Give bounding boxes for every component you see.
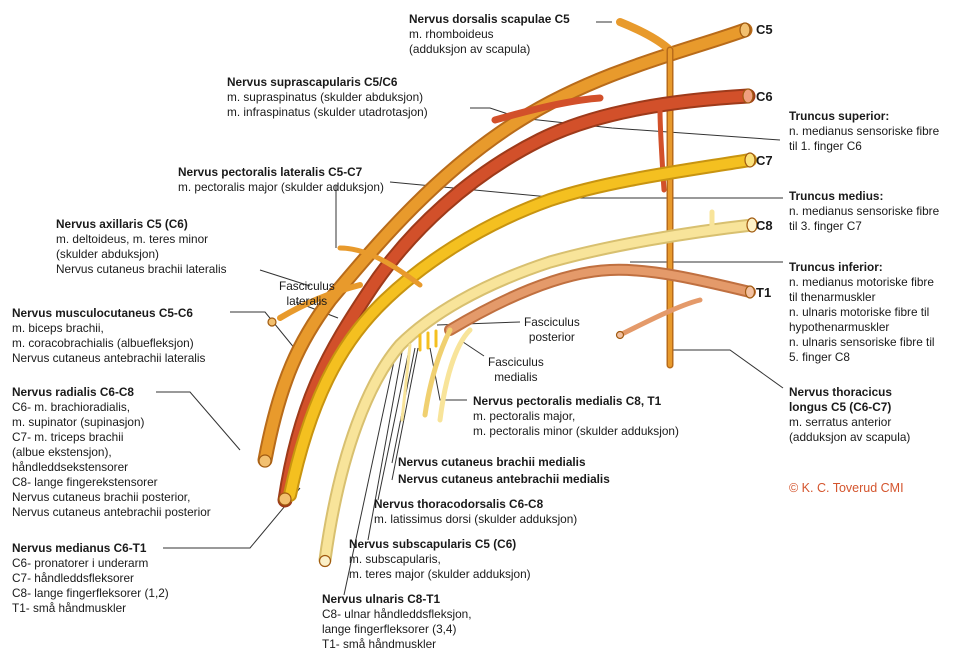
label-title: Nervus subscapularis C5 (C6) bbox=[349, 537, 531, 552]
root-label-c5: C5 bbox=[756, 22, 773, 37]
label-line: m. subscapularis, bbox=[349, 552, 531, 567]
label-title: Nervus thoracicus bbox=[789, 385, 910, 400]
label-line: m. biceps brachii, bbox=[12, 321, 205, 336]
label-line: Nervus cutaneus brachii posterior, bbox=[12, 490, 211, 505]
label-line: (albue ekstensjon), bbox=[12, 445, 211, 460]
label-suprascapularis: Nervus suprascapularis C5/C6 m. supraspi… bbox=[227, 75, 428, 120]
label-title: Nervus medianus C6-T1 bbox=[12, 541, 169, 556]
fasciculus-line: Fasciculus bbox=[279, 279, 335, 294]
label-ulnaris: Nervus ulnaris C8-T1 C8- ulnar håndledds… bbox=[322, 592, 472, 652]
label-title: Nervus dorsalis scapulae C5 bbox=[409, 12, 570, 27]
label-fasciculus-lateralis: Fasciculus lateralis bbox=[279, 279, 335, 309]
label-line: C7- m. triceps brachii bbox=[12, 430, 211, 445]
label-truncus-superior: Truncus superior: n. medianus sensoriske… bbox=[789, 109, 939, 154]
label-truncus-inferior: Truncus inferior: n. medianus motoriske … bbox=[789, 260, 935, 365]
label-line: m. pectoralis major, bbox=[473, 409, 679, 424]
label-title: Nervus axillaris C5 (C6) bbox=[56, 217, 226, 232]
label-line: n. ulnaris sensoriske fibre til bbox=[789, 335, 935, 350]
root-label-c7: C7 bbox=[756, 153, 773, 168]
fasciculus-line: posterior bbox=[524, 330, 580, 345]
label-musculocutaneus: Nervus musculocutaneus C5-C6 m. biceps b… bbox=[12, 306, 205, 366]
label-line: (adduksjon av scapula) bbox=[409, 42, 570, 57]
label-title: Truncus medius: bbox=[789, 189, 939, 204]
label-line: m. supraspinatus (skulder abduksjon) bbox=[227, 90, 428, 105]
label-title: Truncus inferior: bbox=[789, 260, 935, 275]
label-line: Nervus cutaneus brachii lateralis bbox=[56, 262, 226, 277]
label-dorsalis-scapulae: Nervus dorsalis scapulae C5 m. rhomboide… bbox=[409, 12, 570, 57]
root-label-t1: T1 bbox=[756, 285, 771, 300]
label-title: Nervus cutaneus antebrachii medialis bbox=[398, 472, 610, 487]
label-line: C6- m. brachioradialis, bbox=[12, 400, 211, 415]
label-truncus-medius: Truncus medius: n. medianus sensoriske f… bbox=[789, 189, 939, 234]
label-line: n. medianus sensoriske fibre bbox=[789, 124, 939, 139]
label-line: til 1. finger C6 bbox=[789, 139, 939, 154]
label-title: Nervus thoracodorsalis C6-C8 bbox=[374, 497, 577, 512]
fasciculus-line: medialis bbox=[488, 370, 544, 385]
label-title: Nervus pectoralis medialis C8, T1 bbox=[473, 394, 679, 409]
label-title: Truncus superior: bbox=[789, 109, 939, 124]
label-line: m. latissimus dorsi (skulder adduksjon) bbox=[374, 512, 577, 527]
label-fasciculus-posterior: Fasciculus posterior bbox=[524, 315, 580, 345]
label-line: (adduksjon av scapula) bbox=[789, 430, 910, 445]
label-thoracicus-longus: Nervus thoracicus longus C5 (C6-C7) m. s… bbox=[789, 385, 910, 445]
label-pectoralis-lateralis: Nervus pectoralis lateralis C5-C7 m. pec… bbox=[178, 165, 384, 195]
label-line: C7- håndleddsfleksorer bbox=[12, 571, 169, 586]
label-title: Nervus suprascapularis C5/C6 bbox=[227, 75, 428, 90]
label-line: hypothenarmuskler bbox=[789, 320, 935, 335]
label-cutaneus-antebrachii-medialis: Nervus cutaneus antebrachii medialis bbox=[398, 472, 610, 487]
copyright-notice: © K. C. Toverud CMI bbox=[789, 481, 904, 495]
label-line: m. deltoideus, m. teres minor bbox=[56, 232, 226, 247]
label-line: C6- pronatorer i underarm bbox=[12, 556, 169, 571]
label-line: m. teres major (skulder adduksjon) bbox=[349, 567, 531, 582]
label-cutaneus-brachii-medialis: Nervus cutaneus brachii medialis bbox=[398, 455, 586, 470]
label-line: m. serratus anterior bbox=[789, 415, 910, 430]
label-line: C8- lange fingerekstensorer bbox=[12, 475, 211, 490]
fasciculus-line: Fasciculus bbox=[488, 355, 544, 370]
fasciculus-line: lateralis bbox=[279, 294, 335, 309]
label-line: m. supinator (supinasjon) bbox=[12, 415, 211, 430]
label-thoracodorsalis: Nervus thoracodorsalis C6-C8 m. latissim… bbox=[374, 497, 577, 527]
label-line: T1- små håndmuskler bbox=[12, 601, 169, 616]
label-line: Nervus cutaneus antebrachii lateralis bbox=[12, 351, 205, 366]
label-pectoralis-medialis: Nervus pectoralis medialis C8, T1 m. pec… bbox=[473, 394, 679, 439]
label-line: Nervus cutaneus antebrachii posterior bbox=[12, 505, 211, 520]
label-line: n. medianus motoriske fibre bbox=[789, 275, 935, 290]
label-line: lange fingerfleksorer (3,4) bbox=[322, 622, 472, 637]
label-line: (skulder abduksjon) bbox=[56, 247, 226, 262]
label-subscapularis: Nervus subscapularis C5 (C6) m. subscapu… bbox=[349, 537, 531, 582]
label-line: n. ulnaris motoriske fibre til bbox=[789, 305, 935, 320]
label-title: Nervus ulnaris C8-T1 bbox=[322, 592, 472, 607]
root-label-c8: C8 bbox=[756, 218, 773, 233]
label-line: håndleddsekstensorer bbox=[12, 460, 211, 475]
label-line: m. rhomboideus bbox=[409, 27, 570, 42]
label-title-line2: longus C5 (C6-C7) bbox=[789, 400, 910, 415]
label-line: m. pectoralis major (skulder adduksjon) bbox=[178, 180, 384, 195]
label-fasciculus-medialis: Fasciculus medialis bbox=[488, 355, 544, 385]
root-c7-nerve bbox=[290, 160, 750, 495]
fasciculus-line: Fasciculus bbox=[524, 315, 580, 330]
label-line: C8- lange fingerfleksorer (1,2) bbox=[12, 586, 169, 601]
root-label-c6: C6 bbox=[756, 89, 773, 104]
label-line: til 3. finger C7 bbox=[789, 219, 939, 234]
label-title: Nervus cutaneus brachii medialis bbox=[398, 455, 586, 470]
label-title: Nervus musculocutaneus C5-C6 bbox=[12, 306, 205, 321]
label-line: m. infraspinatus (skulder utadrotasjon) bbox=[227, 105, 428, 120]
label-line: C8- ulnar håndleddsfleksjon, bbox=[322, 607, 472, 622]
label-line: n. medianus sensoriske fibre bbox=[789, 204, 939, 219]
label-title: Nervus pectoralis lateralis C5-C7 bbox=[178, 165, 384, 180]
label-medianus: Nervus medianus C6-T1 C6- pronatorer i u… bbox=[12, 541, 169, 616]
label-line: til thenarmuskler bbox=[789, 290, 935, 305]
label-line: m. coracobrachialis (albuefleksjon) bbox=[12, 336, 205, 351]
label-line: m. pectoralis minor (skulder adduksjon) bbox=[473, 424, 679, 439]
label-title: Nervus radialis C6-C8 bbox=[12, 385, 211, 400]
label-line: T1- små håndmuskler bbox=[322, 637, 472, 652]
label-line: 5. finger C8 bbox=[789, 350, 935, 365]
label-radialis: Nervus radialis C6-C8 C6- m. brachioradi… bbox=[12, 385, 211, 520]
label-axillaris: Nervus axillaris C5 (C6) m. deltoideus, … bbox=[56, 217, 226, 277]
